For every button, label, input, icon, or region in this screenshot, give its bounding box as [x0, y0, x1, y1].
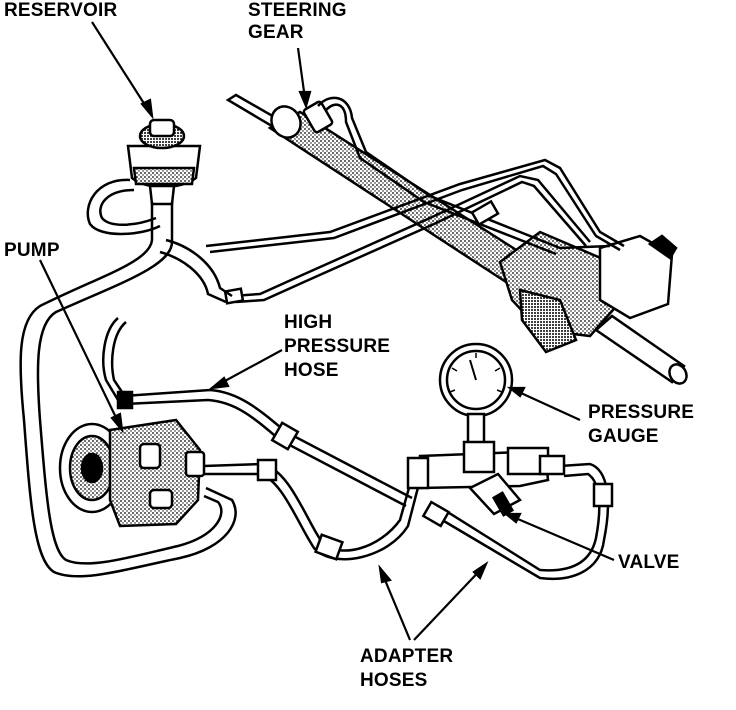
- label-steering-gear-line2: GEAR: [248, 22, 304, 43]
- label-adapter-hoses-line1: ADAPTER: [360, 646, 454, 667]
- adapter-hoses: [203, 458, 614, 581]
- label-high-pressure-hose-line3: HOSE: [284, 360, 339, 381]
- valve-assembly: [406, 440, 566, 517]
- label-high-pressure-hose-line2: PRESSURE: [284, 336, 391, 357]
- leader-lines: [39, 21, 615, 641]
- label-pressure-gauge-line2: GAUGE: [588, 426, 659, 447]
- label-reservoir: RESERVOIR: [4, 0, 118, 21]
- label-valve: VALVE: [618, 552, 680, 573]
- reservoir: [126, 118, 202, 206]
- label-adapter-hoses-line2: HOSES: [360, 670, 428, 691]
- pump: [58, 418, 206, 528]
- hoses: [19, 178, 237, 578]
- pressure-gauge: [438, 342, 514, 446]
- label-steering-gear-line1: STEERING: [248, 0, 347, 21]
- label-pressure-gauge-line1: PRESSURE: [588, 402, 695, 423]
- steel-lines: [205, 96, 625, 305]
- steering-gear: [225, 93, 688, 385]
- label-pump: PUMP: [4, 240, 60, 261]
- high-pressure-hose: [116, 388, 413, 508]
- label-high-pressure-hose-line1: HIGH: [284, 312, 333, 333]
